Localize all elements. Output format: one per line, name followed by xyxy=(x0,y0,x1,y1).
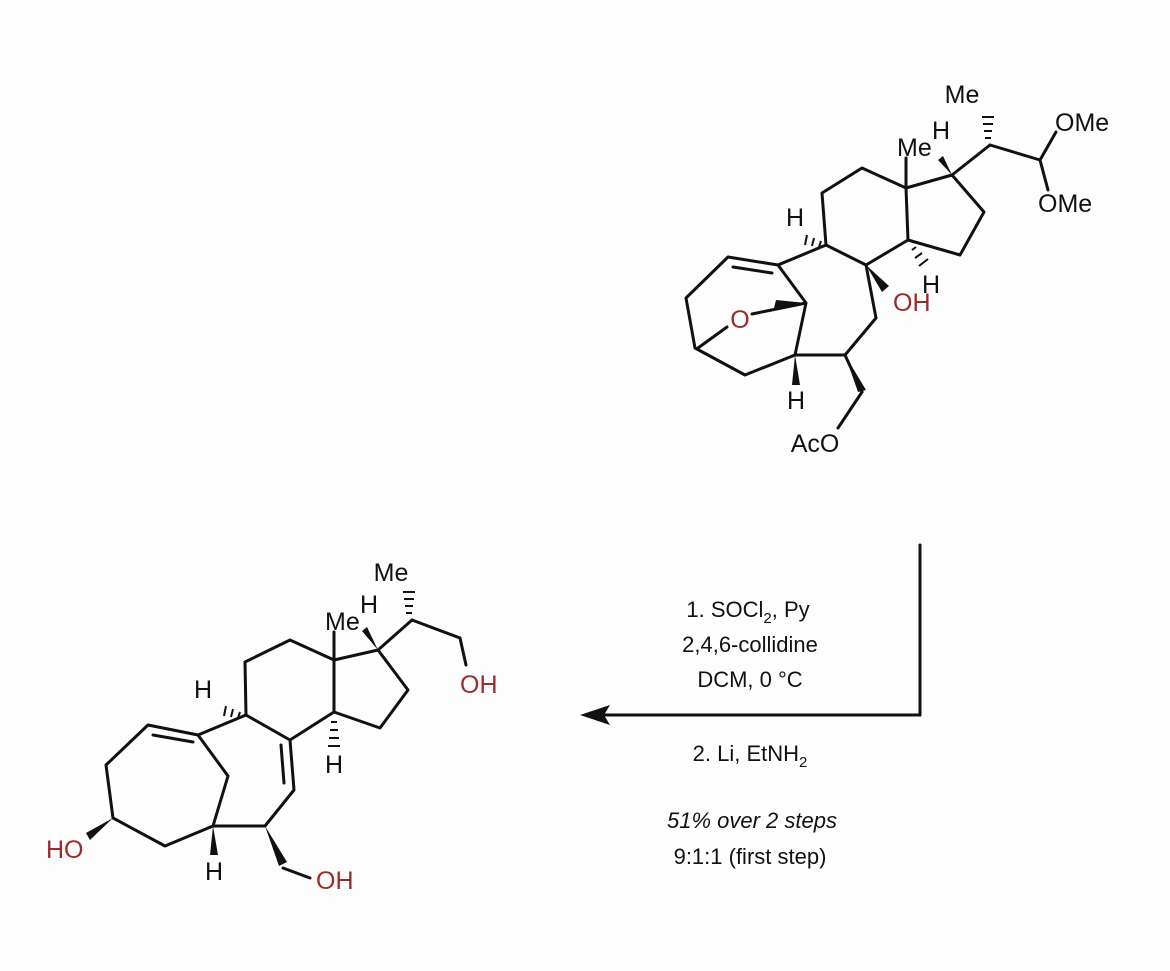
reactant-hydroxyl-label: OH xyxy=(893,289,931,317)
reaction-conditions: 1. SOCl2, Py 2,4,6-collidine DCM, 0 °C 2… xyxy=(667,597,837,869)
reactant-bonds xyxy=(684,130,1058,430)
reactant-ome-label-1: OMe xyxy=(1055,109,1109,137)
product-stereo-bonds xyxy=(86,591,415,866)
reactant-left-h-label: H xyxy=(786,204,804,232)
selectivity-ratio-text: 9:1:1 (first step) xyxy=(674,844,827,869)
reactant-cd-junction-h-label: H xyxy=(922,271,940,299)
product-hydroxymethyl-label: OH xyxy=(316,867,354,895)
reactant-stereo-bonds xyxy=(774,116,994,392)
yield-text: 51% over 2 steps xyxy=(667,808,837,833)
reactant-ome-label-2: OMe xyxy=(1038,190,1092,218)
reactant-angular-methyl-label: Me xyxy=(897,134,932,162)
reactant-acetoxy-label: AcO xyxy=(791,430,840,458)
reactant-methyl-label: Me xyxy=(945,81,980,109)
condition-step2: 2. Li, EtNH2 xyxy=(693,741,808,771)
condition-step1-line2: 2,4,6-collidine xyxy=(682,632,818,657)
product-bonds xyxy=(104,618,468,880)
product-left-h-label: H xyxy=(194,676,212,704)
product-methyl-label: Me xyxy=(374,559,409,587)
product-cd-junction-h-label: H xyxy=(325,751,343,779)
product-side-chain-hydroxyl-label: OH xyxy=(460,671,498,699)
product-structure: Me Me H OH H H HO H OH xyxy=(46,559,498,895)
reactant-oxygen-bridge-label: O xyxy=(730,306,749,334)
product-ring-hydroxyl-label: HO xyxy=(46,836,84,864)
reactant-angular-h-label: H xyxy=(932,117,950,145)
condition-step1-line1: 1. SOCl2, Py xyxy=(686,597,809,627)
reaction-arrow xyxy=(580,543,922,725)
product-bottom-h-label: H xyxy=(205,858,223,886)
product-angular-h-label: H xyxy=(360,591,378,619)
reactant-bottom-h-label: H xyxy=(787,387,805,415)
condition-step1-line3: DCM, 0 °C xyxy=(697,667,802,692)
product-angular-methyl-label: Me xyxy=(325,608,360,636)
reactant-structure: Me OMe OMe Me H H O OH H H AcO xyxy=(684,81,1109,458)
